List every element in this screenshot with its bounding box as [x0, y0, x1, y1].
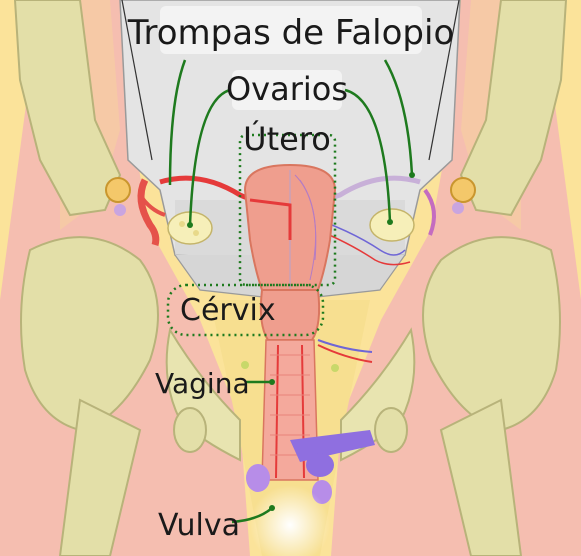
leader-dot-ovary-right [387, 219, 393, 225]
lymph-node-right [331, 364, 339, 372]
label-cervix: Cérvix [180, 293, 276, 328]
leader-dot-tube-right [409, 172, 415, 178]
label-vulva: Vulva [158, 508, 240, 543]
clitoral-glans [306, 453, 334, 477]
leader-dot-vulva [269, 505, 275, 511]
right-ischium [375, 408, 407, 452]
left-bone-node [106, 178, 130, 202]
label-fallopian-tubes: Trompas de Falopio [127, 13, 455, 53]
label-uterus: Útero [243, 119, 331, 158]
left-follicle-1 [179, 221, 185, 227]
label-ovaries: Ovarios [226, 70, 348, 108]
label-vagina: Vagina [155, 367, 250, 400]
left-ischium [174, 408, 206, 452]
leader-dot-ovary-left [187, 222, 193, 228]
left-bulb [246, 464, 270, 492]
left-vessel-dot [114, 204, 126, 216]
right-bone-node [451, 178, 475, 202]
left-follicle-2 [193, 230, 199, 236]
leader-dot-vagina [269, 379, 275, 385]
right-vessel-dot [452, 202, 464, 214]
right-ovary [370, 209, 414, 241]
